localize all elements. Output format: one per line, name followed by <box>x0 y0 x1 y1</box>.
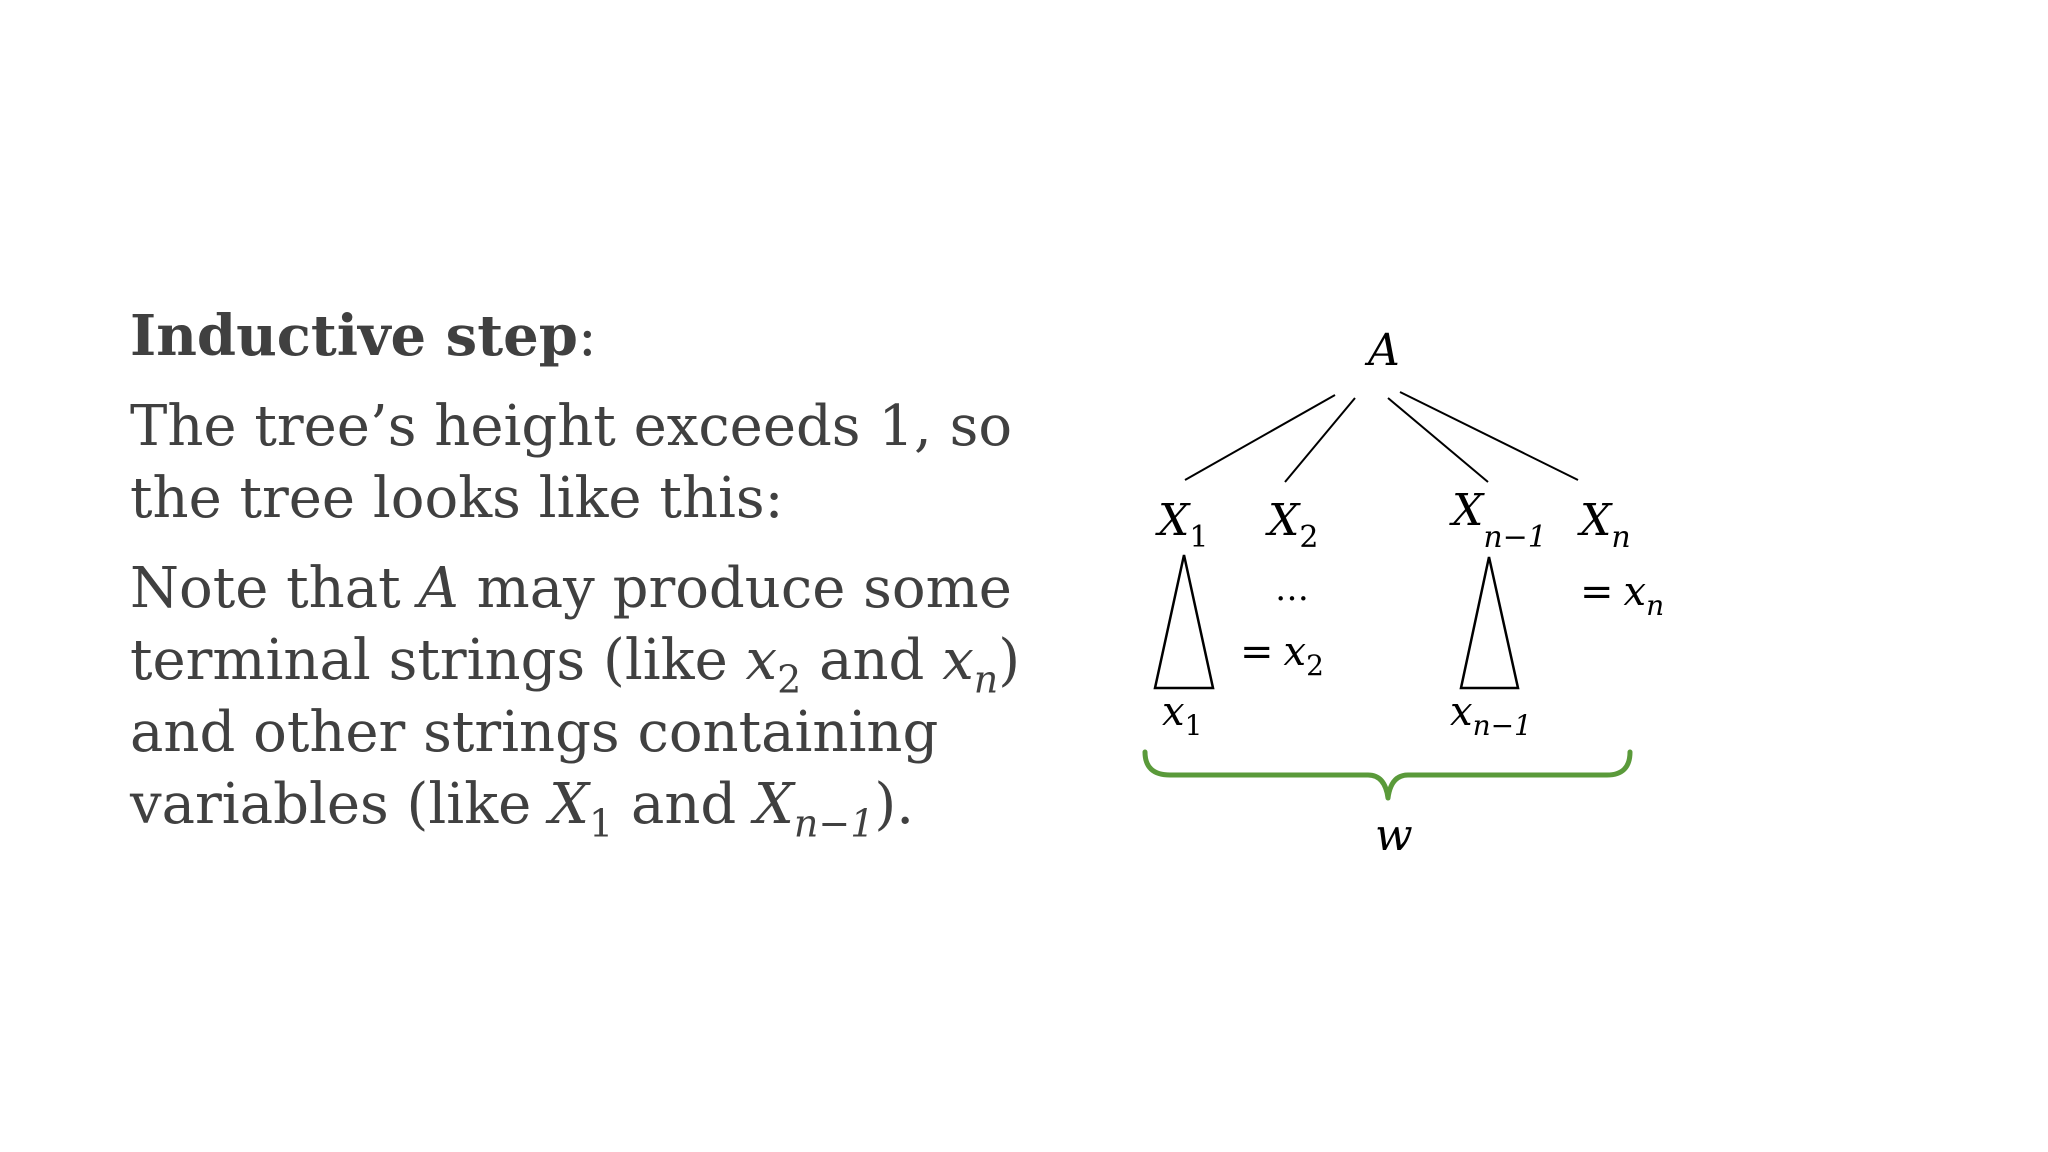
subtree-triangle-xn1 <box>1459 556 1520 690</box>
child-x2-sym: X <box>1265 495 1301 546</box>
child-x2: X2 <box>1265 495 1318 555</box>
heading: Inductive step: <box>130 300 1030 373</box>
note-text-and-1: and <box>801 628 943 693</box>
edge-root-xn <box>1399 391 1579 481</box>
leaf-x1: x1 <box>1162 689 1202 742</box>
eq-x2: =x2 <box>1240 629 1324 682</box>
eq-x2-eq: = <box>1240 629 1274 675</box>
child-xn1: Xn−1 <box>1449 485 1547 555</box>
eq-xn-sym: x <box>1624 569 1647 615</box>
note-var-xn: x <box>942 628 974 693</box>
ellipsis: … <box>1275 569 1309 609</box>
eq-xn-sub: n <box>1646 589 1664 622</box>
child-xn1-sym: X <box>1449 485 1485 536</box>
note-text-4: ). <box>874 772 915 837</box>
child-xn: Xn <box>1577 495 1631 555</box>
eq-x2-sym: x <box>1284 629 1307 675</box>
paragraph-note: Note that A may produce some terminal st… <box>130 553 1030 842</box>
note-var-Xn1-sub: n−1 <box>793 801 875 846</box>
note-text-2: may produce some terminal strings (like <box>130 556 1012 693</box>
note-var-x2: x <box>745 628 778 693</box>
leaf-xn1-sub: n−1 <box>1473 709 1532 742</box>
note-var-xn-sub: n <box>973 657 999 702</box>
parse-tree-diagram: A X1 X2 Xn−1 Xn … =xn =x2 x1 xn−1 w <box>1142 325 1664 861</box>
edge-root-x2 <box>1284 397 1356 483</box>
eq-xn: =xn <box>1580 569 1664 622</box>
heading-colon: : <box>577 304 597 369</box>
note-text-3: ) and other strings containing variables… <box>130 628 1021 837</box>
w-label: w <box>1375 810 1413 861</box>
heading-bold: Inductive step <box>130 303 578 369</box>
note-var-x2-sub: 2 <box>777 657 802 702</box>
child-x1: X1 <box>1155 495 1208 555</box>
child-xn-sub: n <box>1611 520 1630 555</box>
note-var-A: A <box>418 556 459 621</box>
note-text-and-2: and <box>613 772 755 837</box>
note-var-X1-sub: 1 <box>588 801 614 846</box>
leaf-xn1: xn−1 <box>1450 689 1532 742</box>
child-x2-sub: 2 <box>1299 520 1318 555</box>
edge-root-x1 <box>1184 394 1336 481</box>
note-text-1: Note that <box>130 556 419 621</box>
paragraph-height: The tree’s height exceeds 1, so the tree… <box>130 394 1013 531</box>
leaf-x1-sym: x <box>1162 689 1185 735</box>
eq-xn-eq: = <box>1580 569 1614 615</box>
root-label: A <box>1364 325 1400 376</box>
child-x1-sym: X <box>1155 495 1191 546</box>
note-var-Xn1: X <box>754 772 794 837</box>
leaf-xn1-sym: x <box>1450 689 1473 735</box>
child-xn-sym: X <box>1577 495 1613 546</box>
edge-root-xn1 <box>1387 397 1489 483</box>
child-xn1-sub: n−1 <box>1483 520 1547 555</box>
slide-text: Inductive step: The tree’s height exceed… <box>130 300 1030 859</box>
leaf-x1-sub: 1 <box>1185 709 1203 742</box>
child-x1-sub: 1 <box>1189 520 1208 555</box>
curly-brace <box>1142 749 1633 801</box>
eq-x2-sub: 2 <box>1306 649 1324 682</box>
subtree-triangle-x1 <box>1153 554 1215 690</box>
note-var-X1: X <box>549 772 589 837</box>
